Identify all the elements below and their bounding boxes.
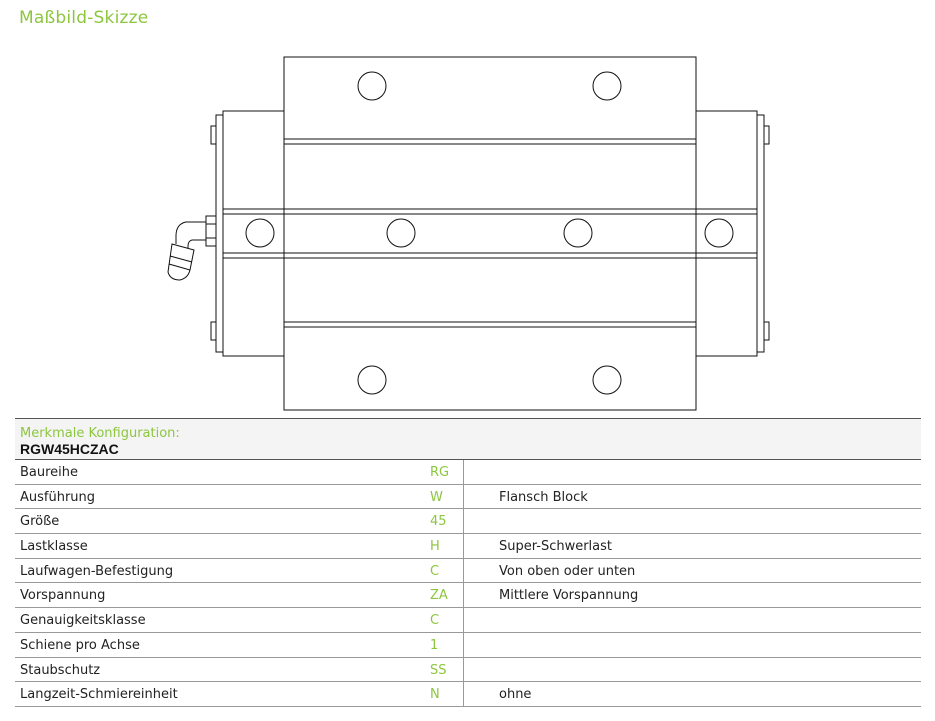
- table-row: Genauigkeitsklasse C: [15, 608, 921, 633]
- row-desc: ohne: [499, 687, 532, 703]
- row-name: Genauigkeitsklasse: [20, 613, 146, 629]
- row-code: 1: [430, 637, 439, 653]
- row-code: RG: [430, 465, 450, 480]
- row-code: N: [430, 687, 440, 703]
- table-row: Ausführung W Flansch Block: [15, 485, 921, 510]
- table-row: Baureihe RG: [15, 460, 921, 485]
- table-row: Vorspannung ZA Mittlere Vorspannung: [15, 583, 921, 609]
- mount-hole-top-right: [592, 71, 622, 101]
- row-name: Langzeit-Schmiereinheit: [20, 687, 178, 703]
- table-row: Lastklasse H Super-Schwerlast: [15, 534, 921, 559]
- table-row: Langzeit-Schmiereinheit N ohne: [15, 682, 921, 707]
- config-header: Merkmale Konfiguration: RGW45HCZAC: [15, 418, 921, 460]
- rail-hole-4: [704, 218, 734, 248]
- mount-hole-bottom-right: [592, 365, 622, 395]
- row-desc: Super-Schwerlast: [499, 539, 613, 555]
- left-bolt-tab-top: [210, 125, 217, 145]
- row-code: ZA: [430, 588, 448, 604]
- row-name: Schiene pro Achse: [20, 637, 140, 653]
- config-label: Merkmale Konfiguration:: [20, 426, 180, 441]
- dimension-drawing: [167, 56, 770, 411]
- row-name: Staubschutz: [20, 662, 101, 678]
- row-name: Ausführung: [20, 489, 96, 505]
- rail-band: [222, 208, 758, 259]
- row-desc: Von oben oder unten: [499, 563, 636, 579]
- row-code: W: [430, 489, 443, 505]
- row-name: Baureihe: [20, 465, 79, 480]
- rail-hole-2: [386, 218, 416, 248]
- table-row: Laufwagen-Befestigung C Von oben oder un…: [15, 559, 921, 584]
- table-row: Größe 45: [15, 509, 921, 535]
- row-code: C: [430, 563, 440, 579]
- row-desc: Flansch Block: [499, 489, 588, 505]
- column-divider: [463, 460, 464, 707]
- mount-hole-top-left: [357, 71, 387, 101]
- row-code: H: [430, 539, 440, 555]
- row-code: SS: [430, 662, 447, 678]
- right-bolt-tab-top: [763, 125, 770, 145]
- row-code: 45: [430, 514, 447, 530]
- mount-hole-bottom-left: [357, 365, 387, 395]
- row-desc: Mittlere Vorspannung: [499, 588, 639, 604]
- table-row: Staubschutz SS: [15, 658, 921, 683]
- page-title: Maßbild-Skizze: [19, 8, 149, 28]
- row-name: Lastklasse: [20, 539, 88, 555]
- grease-nipple-icon: [167, 215, 217, 281]
- row-name: Größe: [20, 514, 60, 530]
- rail-hole-1: [245, 218, 275, 248]
- row-name: Laufwagen-Befestigung: [20, 563, 174, 579]
- table-row: Schiene pro Achse 1: [15, 633, 921, 658]
- right-bolt-tab-bottom: [763, 321, 770, 341]
- left-bolt-tab-bottom: [210, 321, 217, 341]
- row-name: Vorspannung: [20, 588, 106, 604]
- config-table: Baureihe RG Ausführung W Flansch Block G…: [15, 460, 921, 707]
- flange-block-outline: [283, 56, 697, 411]
- left-end-seal: [215, 114, 224, 353]
- config-code: RGW45HCZAC: [20, 441, 119, 457]
- left-end-cap: [222, 110, 285, 357]
- row-code: C: [430, 613, 440, 629]
- right-end-seal: [756, 114, 765, 353]
- rail-hole-3: [563, 218, 593, 248]
